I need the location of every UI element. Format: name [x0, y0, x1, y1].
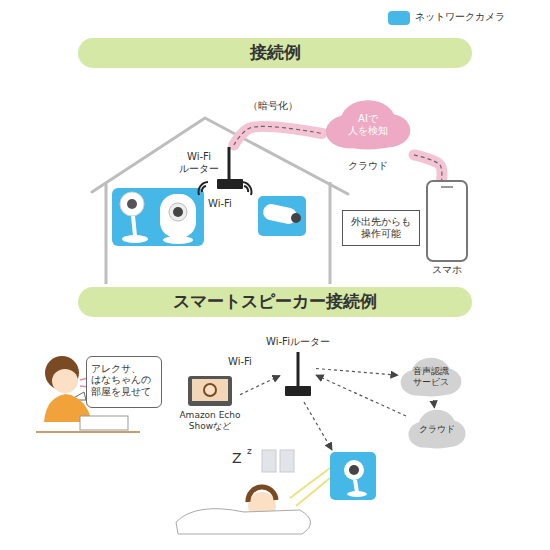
encrypted-band [234, 126, 322, 145]
cloud-request [433, 400, 435, 408]
camera-box [330, 452, 376, 500]
section-band: スマートスピーカー接続例 [78, 287, 472, 317]
router-body [217, 179, 243, 189]
encrypted-band [414, 155, 442, 180]
curtain [280, 450, 294, 472]
router-icon: Wi-Fiルーター [280, 336, 316, 398]
camera-head [344, 460, 364, 480]
cloud-response [316, 375, 406, 416]
camera-stand [355, 480, 357, 492]
section-heading: スマートスピーカー接続例 [78, 291, 472, 311]
camera-box [112, 188, 204, 246]
camera-head [120, 192, 144, 216]
camera-lens-ring [169, 203, 187, 221]
blanket [176, 509, 311, 534]
data-flow-line [433, 400, 435, 408]
cloud-shape: 音声認識 サービス [398, 356, 464, 400]
cloud-text: クラウド [406, 424, 468, 435]
child-hair [248, 487, 276, 502]
device-label: Amazon Echo Showなど [176, 410, 244, 432]
router-icon: Wi-Fi ルーター [176, 145, 246, 193]
edge-label: （暗号化） [248, 100, 298, 112]
camera-lens [291, 213, 301, 223]
device-frame [188, 376, 232, 406]
camera-lens [127, 199, 137, 209]
smartphone: スマホ外出先からも 操作可能 [426, 180, 468, 280]
wifi-waves [199, 182, 208, 195]
house-roof [92, 118, 348, 194]
legend-text: ネットワークカメラ [415, 11, 505, 23]
camera-stand [133, 216, 135, 236]
data-flow-line [316, 375, 406, 416]
data-flow-line [234, 126, 322, 145]
router-label: Wi-Fiルーター [258, 336, 338, 348]
camera-base [122, 235, 148, 243]
router-label: Wi-Fi ルーター [176, 151, 222, 175]
camera-lens [173, 207, 183, 217]
smart-display: Amazon Echo Showなど [180, 376, 240, 442]
wifi-label: Wi-Fi [208, 198, 232, 210]
encrypted-link [234, 126, 322, 145]
dome-camera [160, 194, 196, 238]
data-flow-line [316, 368, 398, 375]
light-beam [290, 468, 330, 506]
camera-feed-arrow [304, 402, 332, 450]
cloud-shape: クラウド [406, 408, 468, 452]
edge-label: Wi-Fi [228, 356, 252, 368]
wifi-link [240, 376, 280, 395]
cloud-label: クラウド [322, 160, 414, 172]
tablet-outline [180, 376, 240, 442]
house-wall [106, 182, 330, 284]
section-band: 接続例 [78, 38, 472, 68]
data-flow-line [414, 155, 442, 180]
wifi-waves [242, 182, 251, 195]
sleep-mark: Z [232, 450, 242, 467]
screen-face [204, 384, 216, 396]
data-flow-line [240, 376, 280, 395]
speech-bubble: アレクサ、 はなちゃんの 部屋を見せて [86, 356, 162, 408]
speech-text: アレクサ、 はなちゃんの 部屋を見せて [91, 363, 159, 397]
bullet-camera [262, 203, 299, 226]
curtain [262, 450, 276, 472]
phone-speaker [441, 186, 453, 188]
section-heading: 接続例 [78, 42, 472, 62]
router-antenna [297, 352, 300, 388]
desk [36, 431, 140, 433]
camera-box [258, 196, 306, 236]
cloud-text: AIで 人を検知 [344, 113, 392, 137]
girl-face [52, 369, 78, 393]
cloud-link [414, 155, 442, 180]
phone-body [427, 181, 467, 261]
router-antenna [228, 147, 231, 181]
phone-label: スマホ [416, 264, 478, 276]
camera-lens [349, 465, 359, 475]
camera-base [347, 491, 367, 497]
device-screen [192, 379, 228, 401]
voice-request [316, 368, 398, 375]
router-body [285, 386, 311, 396]
note-box: 外出先からも 操作可能 [342, 210, 420, 246]
paper [80, 416, 128, 430]
note-text: 外出先からも 操作可能 [343, 216, 419, 240]
cloud-shape: AIで 人を検知クラウド [322, 98, 414, 176]
cloud-text: 音声認識 サービス [407, 366, 455, 388]
camera-base [163, 236, 193, 244]
legend-swatch [388, 11, 410, 25]
sleep-mark: z [247, 446, 252, 457]
